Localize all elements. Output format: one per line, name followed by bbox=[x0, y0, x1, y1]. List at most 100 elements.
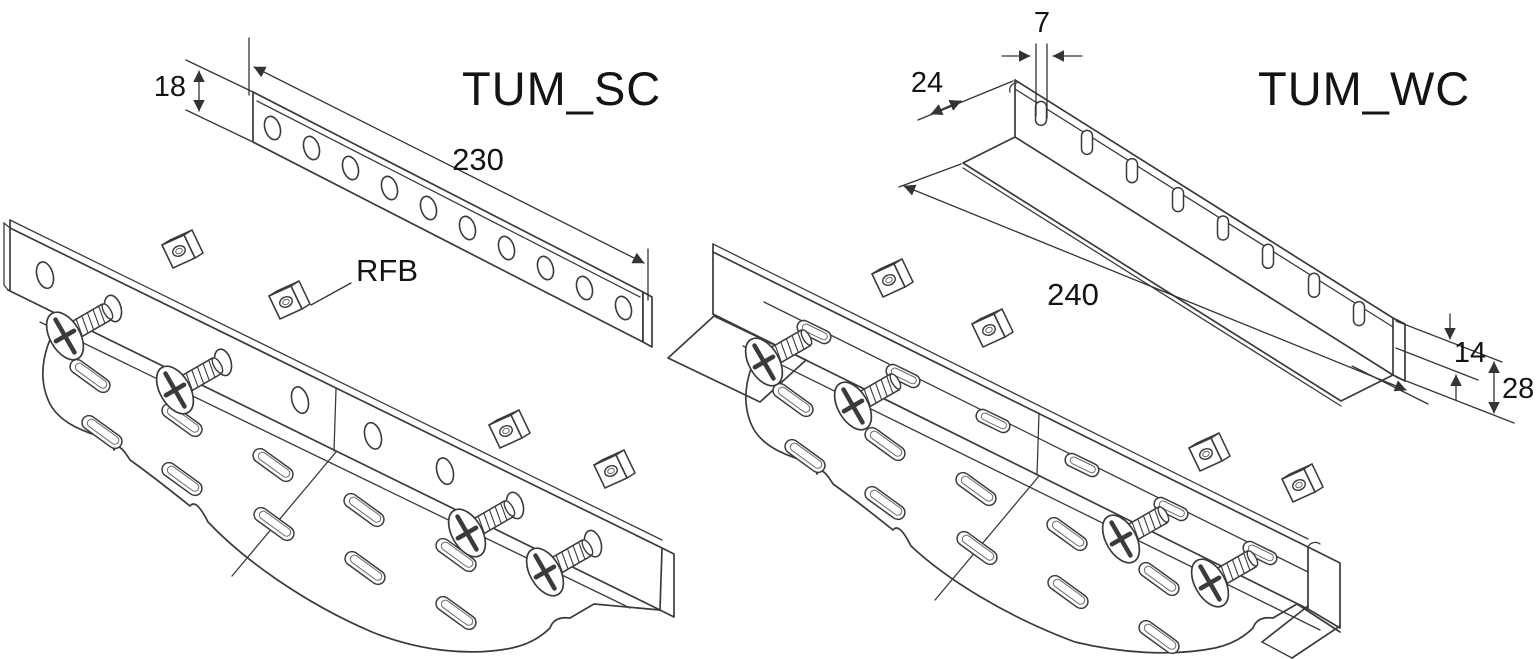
dimension-slot-7: 7 bbox=[1001, 7, 1083, 119]
screw-shank-fill bbox=[181, 357, 222, 392]
phillips-cross bbox=[163, 382, 187, 398]
screw-thread bbox=[780, 342, 788, 359]
tum-wc-title: TUM_WC bbox=[1258, 62, 1470, 115]
screw bbox=[45, 303, 114, 361]
screw-thread bbox=[1237, 556, 1245, 574]
screw-thread bbox=[1232, 559, 1240, 577]
coupler-slot-inner bbox=[890, 367, 917, 385]
web-slot bbox=[1352, 300, 1366, 327]
screw-shank-edge bbox=[473, 500, 506, 520]
screw-shank-fill bbox=[551, 539, 592, 574]
coupler-slot-inner bbox=[801, 323, 828, 341]
coupler-slot-inner bbox=[1069, 456, 1096, 474]
floor-slot bbox=[161, 402, 203, 438]
dim-18-label: 18 bbox=[154, 71, 186, 103]
floor-slot-inner bbox=[440, 541, 474, 568]
floor-slot-inner bbox=[166, 465, 200, 492]
floor-slot-inner bbox=[166, 406, 200, 433]
screw-shank-edge bbox=[560, 554, 593, 574]
floor-slot-inner bbox=[349, 554, 383, 581]
screw-thread bbox=[489, 509, 497, 527]
floor-slot-inner bbox=[1143, 565, 1177, 592]
coupler-slot-inner bbox=[1247, 544, 1274, 562]
phillips-cross bbox=[1109, 531, 1133, 547]
square-nut bbox=[970, 307, 1014, 349]
screw-thread bbox=[1148, 512, 1156, 530]
nut-thread bbox=[885, 276, 893, 284]
floor-slot bbox=[81, 414, 123, 450]
rfb-label: RFB bbox=[356, 253, 418, 288]
coupler-slot-inner bbox=[980, 412, 1007, 430]
screw bbox=[1101, 506, 1170, 564]
nut-thread bbox=[502, 427, 510, 435]
screw-thread bbox=[1143, 515, 1151, 533]
tum-sc-title: TUM_SC bbox=[462, 62, 661, 115]
nut-thread bbox=[282, 298, 290, 306]
square-nut bbox=[1187, 431, 1231, 473]
screw-thread bbox=[1243, 553, 1251, 571]
screw-thread bbox=[875, 382, 883, 400]
floor-slot-inner bbox=[1051, 520, 1085, 547]
cable-tray-right bbox=[667, 243, 1341, 659]
nut-hole bbox=[1292, 479, 1306, 491]
nut-thread bbox=[175, 247, 183, 255]
screw-shank-edge bbox=[868, 388, 901, 408]
screw-shank-edge bbox=[190, 372, 223, 392]
screw-thread bbox=[786, 338, 794, 356]
web-slot bbox=[1034, 100, 1048, 127]
bar-hole bbox=[575, 275, 594, 301]
floor-slot bbox=[1138, 619, 1180, 655]
screw-shank-edge bbox=[1225, 565, 1258, 585]
screw-thread bbox=[880, 379, 888, 397]
screw-thread bbox=[561, 552, 569, 569]
web-slot bbox=[1216, 215, 1230, 241]
screw-thread bbox=[791, 335, 799, 353]
rail-hole bbox=[35, 261, 55, 290]
coupler-slot bbox=[1064, 452, 1100, 478]
screw bbox=[744, 329, 813, 387]
cable-tray-left bbox=[3, 219, 675, 653]
floor-slot bbox=[252, 447, 294, 483]
nut-hole bbox=[604, 465, 618, 477]
dimension-length-230: 230 bbox=[248, 37, 649, 301]
screw bbox=[447, 500, 516, 558]
dimension-length-240: 240 bbox=[898, 163, 1429, 405]
drawing-tum-sc: 18 230 TUM_SC RFB bbox=[3, 37, 675, 653]
web-slot bbox=[1125, 157, 1139, 184]
floor-slot-inner bbox=[440, 599, 474, 626]
floor-slot bbox=[1047, 574, 1089, 610]
screw-thread bbox=[208, 360, 216, 378]
screw-shank-edge bbox=[779, 344, 812, 364]
splice-bar bbox=[252, 91, 653, 348]
dimension-heights-14-28: 14 28 bbox=[1395, 313, 1534, 424]
screw-thread bbox=[1154, 509, 1162, 527]
screw-thread bbox=[202, 363, 210, 381]
floor-slot bbox=[1046, 516, 1088, 552]
nut-hole bbox=[882, 274, 896, 286]
floor-slot bbox=[435, 595, 477, 631]
rail-hole bbox=[290, 386, 310, 415]
screw-tip bbox=[1157, 506, 1170, 523]
screw-tip bbox=[211, 357, 224, 374]
bar-hole bbox=[302, 135, 321, 161]
nut-hole bbox=[172, 245, 186, 257]
screw-shank-edge bbox=[1127, 506, 1160, 526]
screw-tip bbox=[581, 539, 594, 556]
floor-slot bbox=[955, 471, 997, 507]
phillips-cross bbox=[752, 354, 776, 370]
screw-thread bbox=[483, 513, 491, 530]
rail-hole bbox=[363, 421, 383, 450]
floor-slot-inner bbox=[258, 510, 292, 537]
floor-slot bbox=[864, 426, 906, 462]
screw-tip bbox=[889, 373, 902, 390]
screw-shank-edge bbox=[1216, 550, 1249, 570]
web-slot bbox=[1261, 243, 1275, 270]
floor-slot-inner bbox=[348, 496, 382, 523]
screw-thread bbox=[797, 332, 805, 350]
bar-hole bbox=[380, 175, 399, 201]
floor-slot bbox=[784, 438, 826, 474]
square-nut bbox=[870, 257, 914, 299]
screw-shank-fill bbox=[71, 303, 112, 338]
screw-tip bbox=[1246, 550, 1259, 567]
